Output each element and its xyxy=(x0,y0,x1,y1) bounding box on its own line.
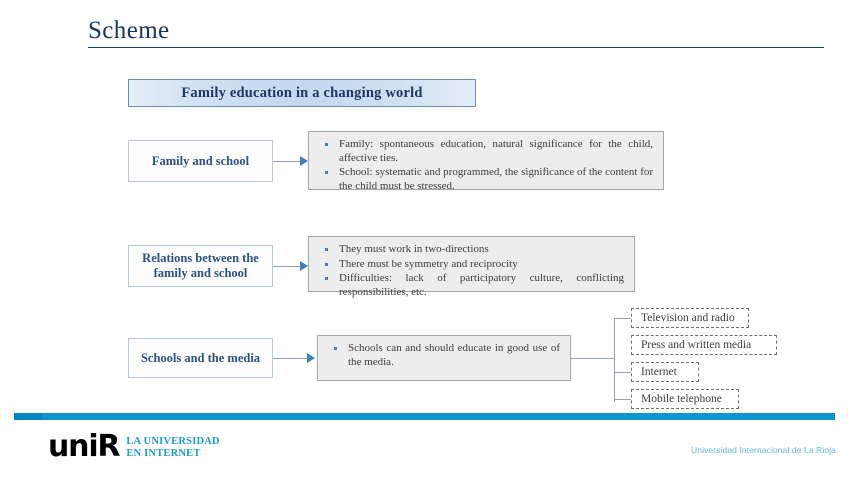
label-text: Relations between the family and school xyxy=(136,251,265,281)
connector-line-row1 xyxy=(273,161,306,162)
label-text: Family and school xyxy=(151,153,250,168)
tree-stem-horizontal xyxy=(571,358,614,359)
arrow-head-row2 xyxy=(300,261,308,271)
content-box-schools-and-media: Schools can and should educate in good u… xyxy=(317,335,571,381)
page-title: Scheme xyxy=(88,17,170,44)
arrow-head-row3 xyxy=(307,353,315,363)
arrow-head-row1 xyxy=(300,156,308,166)
bullet-item: Schools can and should educate in good u… xyxy=(326,342,560,369)
banner-family-education: Family education in a changing world xyxy=(128,79,476,107)
content-box-relations: They must work in two-directions There m… xyxy=(308,236,635,298)
unir-tagline-line2: EN INTERNET xyxy=(126,447,201,459)
media-box-mobile-telephone: Mobile telephone xyxy=(631,389,739,409)
footer-accent-bar xyxy=(14,413,835,420)
label-box-relations: Relations between the family and school xyxy=(128,245,273,287)
content-box-family-and-school: Family: spontaneous education, natural s… xyxy=(308,131,664,193)
media-label: Television and radio xyxy=(641,312,735,324)
connector-line-row2 xyxy=(273,266,306,267)
bullet-list: Family: spontaneous education, natural s… xyxy=(317,138,653,193)
label-box-family-and-school: Family and school xyxy=(128,140,273,182)
bullet-item: Difficulties: lack of participatory cult… xyxy=(317,272,624,299)
media-label: Internet xyxy=(641,366,677,378)
label-box-schools-and-media: Schools and the media xyxy=(128,338,273,378)
media-box-television-and-radio: Television and radio xyxy=(631,308,749,328)
bullet-item: Family: spontaneous education, natural s… xyxy=(317,138,653,165)
unir-tagline-line1: LA UNIVERSIDAD xyxy=(126,436,220,447)
unir-wordmark: uniR xyxy=(48,429,121,464)
media-label: Mobile telephone xyxy=(641,393,722,405)
page-title-block: Scheme xyxy=(88,16,824,50)
label-text-line2: family and school xyxy=(153,266,248,280)
tree-branch-mobile xyxy=(614,399,632,400)
bullet-list: Schools can and should educate in good u… xyxy=(326,342,560,369)
label-text-line1: Relations between the xyxy=(142,251,259,265)
label-text: Schools and the media xyxy=(140,350,261,365)
bullet-item: There must be symmetry and reciprocity xyxy=(317,258,624,272)
tree-spine-vertical xyxy=(614,318,615,402)
media-label: Press and written media xyxy=(641,339,752,351)
unir-logo: uniR LA UNIVERSIDAD EN INTERNET xyxy=(48,432,220,462)
unir-tagline: LA UNIVERSIDAD EN INTERNET xyxy=(126,436,220,459)
title-divider xyxy=(88,47,824,48)
footer-accent-bar-segment xyxy=(14,413,42,420)
media-box-press-and-written-media: Press and written media xyxy=(631,335,777,355)
bullet-item: School: systematic and programmed, the s… xyxy=(317,166,653,193)
bullet-list: They must work in two-directions There m… xyxy=(317,243,624,299)
bullet-item: They must work in two-directions xyxy=(317,243,624,257)
tree-branch-internet xyxy=(614,372,632,373)
tree-branch-television xyxy=(614,318,632,319)
media-box-internet: Internet xyxy=(631,362,699,382)
connector-line-row3 xyxy=(273,358,313,359)
footer-institution-name: Universidad Internacional de La Rioja xyxy=(691,445,836,455)
banner-label: Family education in a changing world xyxy=(181,84,423,101)
